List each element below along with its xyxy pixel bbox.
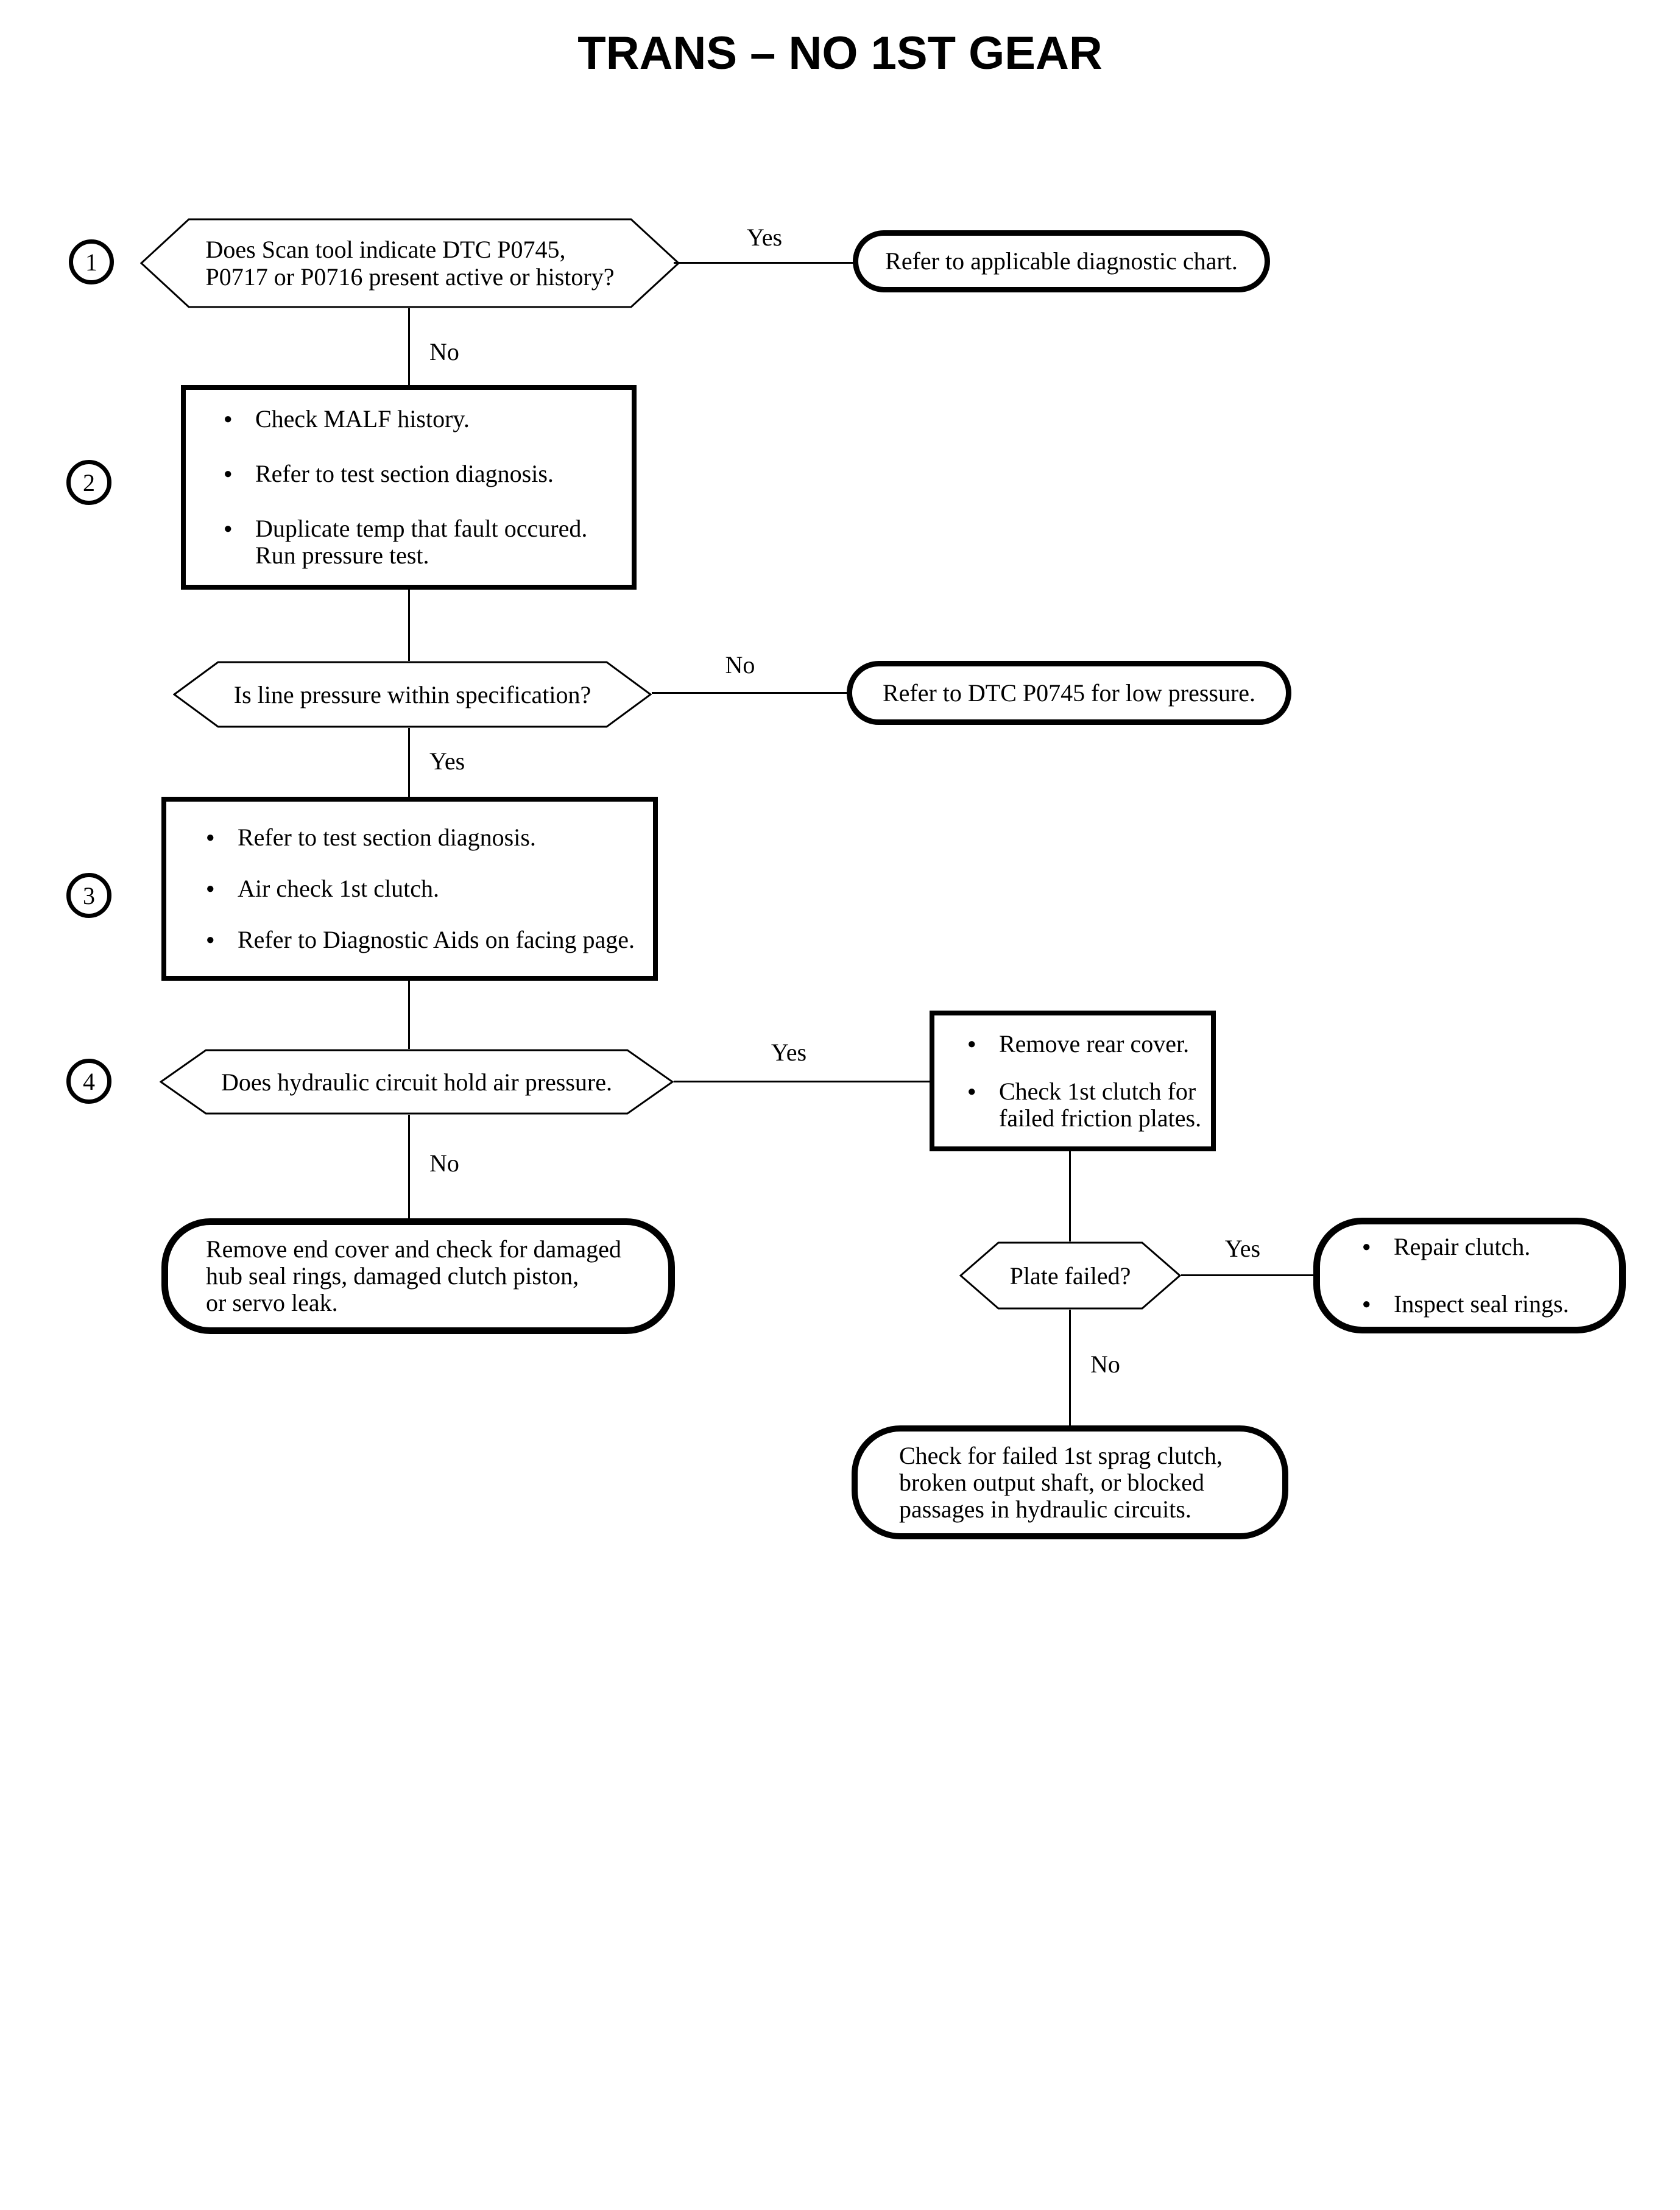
decision-hold-air-pressure-text: Does hydraulic circuit hold air pressure… [221, 1068, 612, 1096]
step-badge-3: 3 [66, 873, 111, 918]
terminal-sprag-clutch-line3: passages in hydraulic circuits. [899, 1495, 1191, 1523]
list-item-line: Run pressure test. [255, 542, 429, 569]
connector-line-air-no [408, 1115, 410, 1218]
step-badge-3-number: 3 [83, 881, 95, 909]
label-yes-3: Yes [771, 1039, 807, 1066]
process-check-malf: Check MALF history. Refer to test sectio… [181, 385, 637, 590]
list-item-text: Remove rear cover. [999, 1029, 1190, 1057]
bullet-icon [224, 461, 255, 487]
connector-line-step2-down [408, 590, 410, 661]
list-item: Refer to Diagnostic Aids on facing page. [206, 927, 653, 953]
decision-line-pressure-text: Is line pressure within specification? [233, 680, 591, 708]
connector-line-rear-cover-down [1069, 1151, 1071, 1241]
decision-scan-tool-line1: Does Scan tool indicate DTC P0745, [205, 236, 566, 263]
connector-line-pressure-no [652, 692, 847, 694]
step-badge-2: 2 [66, 460, 111, 505]
terminal-sprag-clutch-line2: broken output shaft, or blocked [899, 1468, 1204, 1496]
bullet-icon [206, 824, 238, 851]
list-item: Refer to test section diagnosis. [224, 461, 632, 487]
list-item-text: Check 1st clutch for failed friction pla… [999, 1078, 1201, 1132]
list-item-text: Refer to test section diagnosis. [255, 460, 554, 487]
label-yes-4: Yes [1224, 1235, 1261, 1262]
bullet-icon [1362, 1291, 1394, 1318]
bullet-icon [224, 515, 255, 542]
connector-line-air-yes [674, 1081, 930, 1082]
list-item: Repair clutch. [1362, 1234, 1619, 1260]
hexagon-shape [959, 1241, 1181, 1310]
terminal-end-cover-line1: Remove end cover and check for damaged [206, 1235, 621, 1263]
list-item: Check 1st clutch for failed friction pla… [967, 1078, 1211, 1132]
page-title: TRANS – NO 1ST GEAR [577, 27, 1103, 79]
step-badge-2-number: 2 [83, 468, 95, 496]
step-badge-1: 1 [69, 239, 114, 284]
terminal-repair-clutch: Repair clutch. Inspect seal rings. [1313, 1218, 1626, 1333]
list-item: Air check 1st clutch. [206, 875, 653, 902]
label-no-2: No [725, 651, 755, 679]
list-item-text: Inspect seal rings. [1394, 1290, 1569, 1318]
bullet-icon [967, 1078, 999, 1105]
bullet-icon [206, 927, 238, 953]
label-yes-1: Yes [746, 224, 783, 251]
label-yes-2: Yes [429, 747, 465, 775]
terminal-end-cover-line2: hub seal rings, damaged clutch piston, [206, 1262, 579, 1290]
connector-line-plate-yes [1181, 1274, 1313, 1276]
connector-line-plate-no [1069, 1310, 1071, 1425]
decision-plate-failed: Plate failed? [959, 1241, 1181, 1310]
connector-line-step3-down [408, 981, 410, 1049]
terminal-end-cover: Remove end cover and check for damaged h… [161, 1218, 675, 1334]
list-item-text: Air check 1st clutch. [238, 875, 439, 902]
connector-line-step1-yes [674, 262, 854, 264]
list-item-text: Check MALF history. [255, 405, 470, 432]
list-item-text: Duplicate temp that fault occured. Run p… [255, 515, 587, 569]
process-air-check: Refer to test section diagnosis. Air che… [161, 797, 658, 981]
decision-scan-tool-line2: P0717 or P0716 present active or history… [205, 263, 615, 291]
list-item: Inspect seal rings. [1362, 1291, 1619, 1318]
list-item-text: Repair clutch. [1394, 1233, 1531, 1260]
step-badge-4: 4 [66, 1059, 111, 1104]
process-remove-rear-cover: Remove rear cover. Check 1st clutch for … [930, 1011, 1216, 1151]
hexagon-shape [160, 1049, 674, 1115]
connector-line-step1-no [408, 308, 410, 385]
label-no-4: No [1090, 1350, 1120, 1378]
decision-scan-tool: Does Scan tool indicate DTC P0745, P0717… [140, 218, 680, 308]
terminal-diag-chart-text: Refer to applicable diagnostic chart. [885, 247, 1238, 275]
list-item-line: failed friction plates. [999, 1104, 1202, 1132]
list-item-text: Refer to Diagnostic Aids on facing page. [238, 926, 635, 953]
terminal-sprag-clutch-line1: Check for failed 1st sprag clutch, [899, 1441, 1223, 1469]
decision-hold-air-pressure: Does hydraulic circuit hold air pressure… [160, 1049, 674, 1115]
terminal-low-pressure-text: Refer to DTC P0745 for low pressure. [882, 679, 1256, 707]
terminal-end-cover-line3: or servo leak. [206, 1289, 338, 1316]
connector-line-pressure-yes [408, 728, 410, 797]
hexagon-shape [173, 661, 652, 728]
terminal-diag-chart: Refer to applicable diagnostic chart. [853, 230, 1270, 292]
bullet-icon [967, 1031, 999, 1057]
decision-line-pressure: Is line pressure within specification? [173, 661, 652, 728]
label-no-1: No [429, 338, 459, 365]
bullet-icon [206, 875, 238, 902]
label-no-3: No [429, 1149, 459, 1177]
list-item: Check MALF history. [224, 406, 632, 432]
step-badge-1-number: 1 [85, 248, 97, 276]
list-item-line: Duplicate temp that fault occured. [255, 515, 588, 542]
list-item-text: Refer to test section diagnosis. [238, 824, 536, 851]
list-item: Remove rear cover. [967, 1029, 1211, 1057]
list-item: Refer to test section diagnosis. [206, 824, 653, 851]
bullet-icon [1362, 1234, 1394, 1260]
bullet-icon [224, 406, 255, 432]
terminal-sprag-clutch: Check for failed 1st sprag clutch, broke… [852, 1425, 1288, 1539]
list-item: Duplicate temp that fault occured. Run p… [224, 515, 632, 569]
list-item-line: Check 1st clutch for [999, 1077, 1196, 1105]
decision-plate-failed-text: Plate failed? [1009, 1262, 1131, 1290]
step-badge-4-number: 4 [83, 1067, 95, 1095]
terminal-low-pressure: Refer to DTC P0745 for low pressure. [847, 661, 1291, 725]
